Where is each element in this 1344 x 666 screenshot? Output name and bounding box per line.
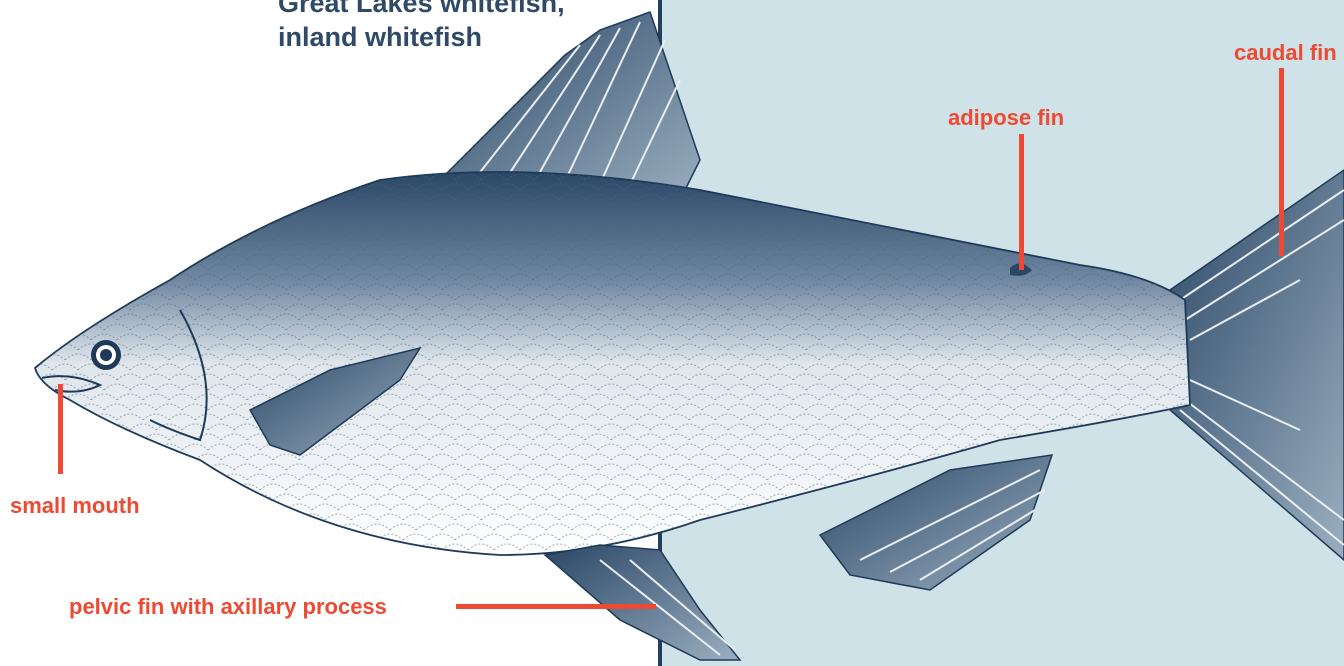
- adipose-fin-leader: [1019, 134, 1024, 270]
- caudal-fin-leader: [1279, 68, 1284, 256]
- eye: [91, 340, 121, 370]
- pelvic-fin-label: pelvic fin with axillary process: [69, 594, 387, 620]
- fish-title: Great Lakes whitefish, inland whitefish: [278, 0, 565, 54]
- small-mouth-leader: [58, 384, 63, 474]
- adipose-fin-label: adipose fin: [948, 105, 1064, 131]
- caudal-fin-label: caudal fin: [1234, 40, 1337, 66]
- title-line-2: inland whitefish: [278, 20, 565, 54]
- pelvic-fin-shape: [545, 545, 740, 660]
- pelvic-fin-leader: [456, 604, 656, 609]
- small-mouth-label: small mouth: [10, 493, 140, 519]
- title-line-1: Great Lakes whitefish,: [278, 0, 565, 20]
